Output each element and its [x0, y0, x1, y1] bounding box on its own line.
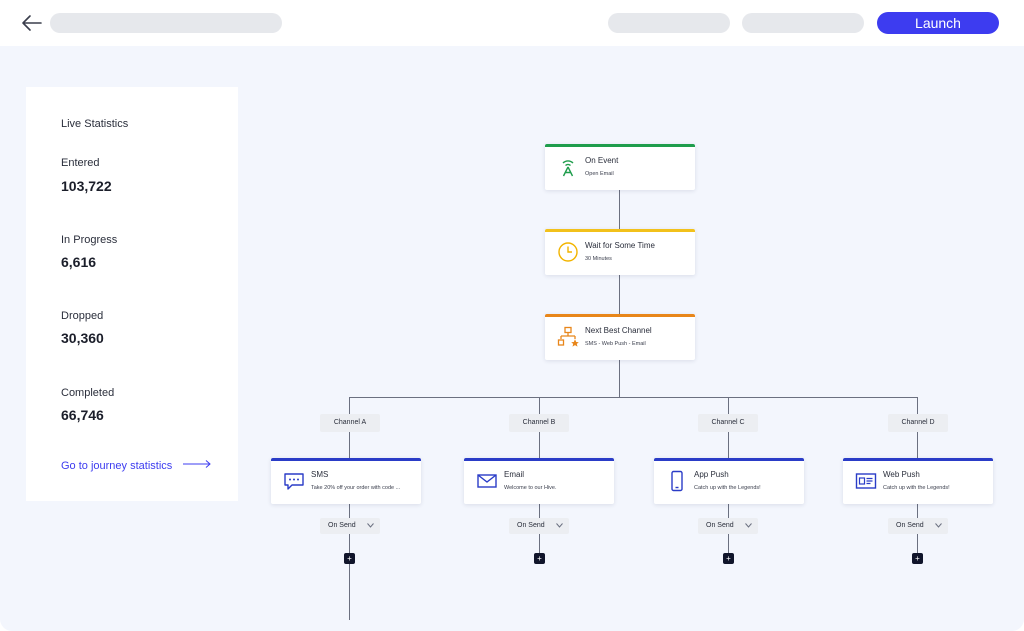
stat-dropped-value: 30,360: [61, 330, 104, 346]
add-step-button[interactable]: +: [723, 553, 734, 564]
connector-line: [349, 397, 917, 398]
on-send-dropdown[interactable]: On Send: [888, 518, 948, 534]
stat-entered-value: 103,722: [61, 178, 112, 194]
node-accent-bar: [545, 314, 695, 317]
node-accent-bar: [271, 458, 421, 461]
on-send-label: On Send: [896, 522, 924, 529]
antenna-icon: [562, 160, 574, 177]
node-accent-bar: [464, 458, 614, 461]
add-step-button[interactable]: +: [912, 553, 923, 564]
connector-line: [619, 190, 620, 230]
node-subtitle: Catch up with the Legends!: [883, 485, 950, 491]
chevron-down-icon: [556, 523, 563, 528]
node-subtitle: Open Email: [585, 171, 614, 177]
on-send-dropdown[interactable]: On Send: [320, 518, 380, 534]
stat-in-progress-label: In Progress: [61, 234, 118, 246]
live-statistics-panel: Live Statistics Entered 103,722 In Progr…: [26, 87, 238, 501]
email-node[interactable]: Email Welcome to our Hive.: [464, 458, 614, 504]
browser-icon: [855, 473, 877, 489]
sms-icon: [284, 473, 304, 490]
on-send-label: On Send: [328, 522, 356, 529]
journey-canvas: Live Statistics Entered 103,722 In Progr…: [0, 46, 1024, 631]
node-accent-bar: [545, 229, 695, 232]
toolbar-button-placeholder-1[interactable]: [608, 13, 730, 33]
node-subtitle: SMS - Web Push - Email: [585, 341, 646, 347]
journey-name-placeholder: [50, 13, 282, 33]
on-send-label: On Send: [517, 522, 545, 529]
chevron-down-icon: [367, 523, 374, 528]
app-push-node[interactable]: App Push Catch up with the Legends!: [654, 458, 804, 504]
node-accent-bar: [545, 144, 695, 147]
channel-a-label[interactable]: Channel A: [320, 414, 380, 432]
web-push-node[interactable]: Web Push Catch up with the Legends!: [843, 458, 993, 504]
add-step-button[interactable]: +: [344, 553, 355, 564]
top-bar: Launch: [0, 0, 1024, 46]
on-event-node[interactable]: On Event Open Email: [545, 144, 695, 190]
node-subtitle: Take 20% off your order with code ...: [311, 485, 401, 491]
journey-statistics-link[interactable]: Go to journey statistics: [61, 460, 173, 472]
on-send-dropdown[interactable]: On Send: [698, 518, 758, 534]
add-step-button[interactable]: +: [534, 553, 545, 564]
stat-completed-label: Completed: [61, 387, 115, 399]
node-title: Web Push: [883, 470, 920, 479]
arrow-right-icon[interactable]: [182, 459, 212, 469]
chevron-down-icon: [745, 523, 752, 528]
node-subtitle: 30 Minutes: [585, 256, 612, 262]
stat-completed-value: 66,746: [61, 407, 104, 423]
sms-node[interactable]: SMS Take 20% off your order with code ..…: [271, 458, 421, 504]
node-title: Email: [504, 470, 525, 479]
launch-button[interactable]: Launch: [877, 12, 999, 34]
connector-line: [619, 360, 620, 397]
node-accent-bar: [654, 458, 804, 461]
stat-dropped-label: Dropped: [61, 310, 104, 322]
node-subtitle: Welcome to our Hive.: [504, 485, 557, 491]
node-title: Wait for Some Time: [585, 241, 655, 250]
node-title: App Push: [694, 470, 729, 479]
wait-node[interactable]: Wait for Some Time 30 Minutes: [545, 229, 695, 275]
connector-line: [619, 275, 620, 315]
on-send-label: On Send: [706, 522, 734, 529]
live-statistics-title: Live Statistics: [61, 118, 129, 130]
chevron-down-icon: [935, 523, 942, 528]
channel-c-label[interactable]: Channel C: [698, 414, 758, 432]
phone-icon: [671, 470, 683, 492]
on-send-dropdown[interactable]: On Send: [509, 518, 569, 534]
node-title: SMS: [311, 470, 329, 479]
clock-icon: [558, 242, 578, 262]
channel-b-label[interactable]: Channel B: [509, 414, 569, 432]
next-best-channel-node[interactable]: Next Best Channel SMS - Web Push - Email: [545, 314, 695, 360]
node-title: On Event: [585, 156, 619, 165]
toolbar-button-placeholder-2[interactable]: [742, 13, 864, 33]
network-star-icon: [557, 326, 579, 347]
node-accent-bar: [843, 458, 993, 461]
stat-entered-label: Entered: [61, 157, 100, 169]
back-arrow-icon[interactable]: [20, 12, 44, 34]
connector-line: [349, 397, 350, 620]
email-icon: [477, 474, 497, 488]
channel-d-label[interactable]: Channel D: [888, 414, 948, 432]
node-subtitle: Catch up with the Legends!: [694, 485, 761, 491]
stat-in-progress-value: 6,616: [61, 254, 97, 270]
node-title: Next Best Channel: [585, 326, 652, 335]
